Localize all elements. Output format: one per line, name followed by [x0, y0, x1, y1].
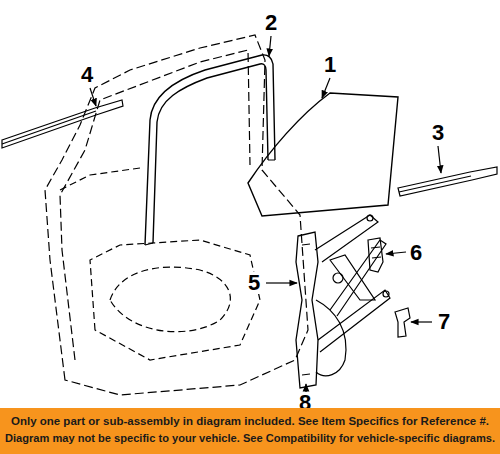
callout-number: 6	[408, 242, 424, 264]
callout-number: 3	[430, 122, 446, 144]
notice-text: Only one part or sub-assembly in diagram…	[3, 413, 497, 430]
callout-number: 7	[436, 311, 452, 333]
notice-text: Diagram may not be specific to your vehi…	[3, 430, 497, 447]
callout-number: 2	[263, 12, 279, 34]
callout-number: 4	[79, 64, 95, 86]
callout-number: 1	[322, 54, 338, 76]
notice-band: Only one part or sub-assembly in diagram…	[0, 408, 500, 454]
callout-number: 5	[246, 272, 262, 294]
